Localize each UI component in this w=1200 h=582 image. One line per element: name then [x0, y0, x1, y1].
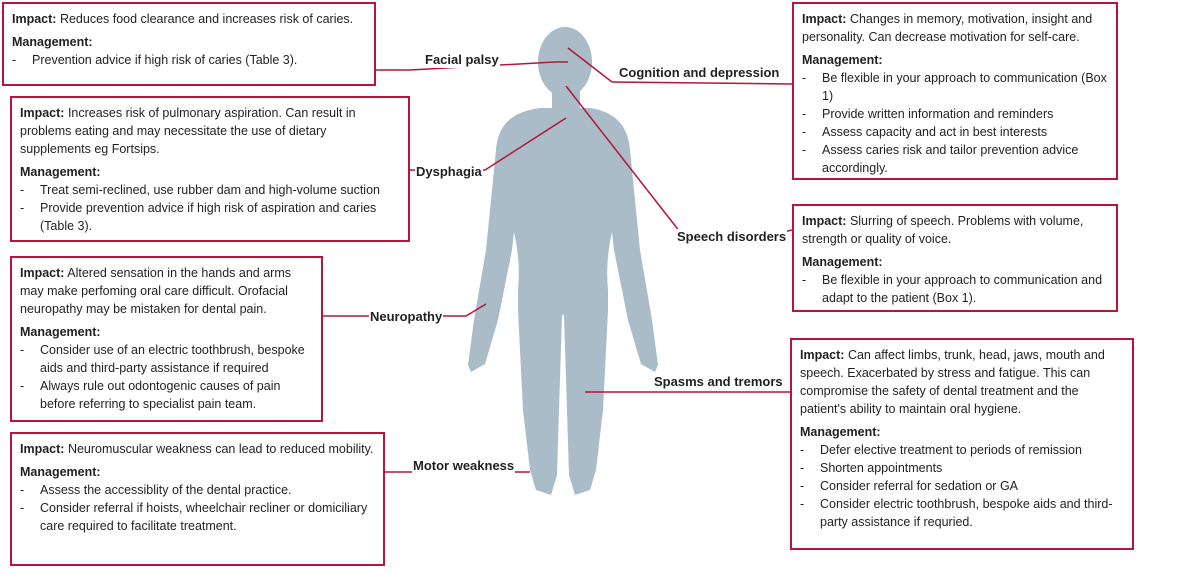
management-item: Assess capacity and act in best interest…: [802, 123, 1108, 141]
connector-cognition-to-box: [611, 81, 793, 85]
management-list: Consider use of an electric toothbrush, …: [20, 341, 313, 413]
motor-weakness-box: Impact: Neuromuscular weakness can lead …: [10, 432, 385, 566]
label-facial-palsy: Facial palsy: [424, 52, 500, 68]
label-neuropathy: Neuropathy: [369, 309, 444, 325]
management-heading: Management:: [20, 165, 101, 179]
management-item: Consider use of an electric toothbrush, …: [20, 341, 313, 377]
impact-text: Slurring of speech. Problems with volume…: [802, 214, 1084, 246]
impact-heading: Impact:: [20, 442, 65, 456]
management-item: Be flexible in your approach to communic…: [802, 271, 1108, 307]
management-heading: Management:: [800, 425, 881, 439]
management-item: Assess caries risk and tailor prevention…: [802, 141, 1108, 177]
label-speech-disorders: Speech disorders: [676, 229, 788, 245]
speech-disorders-box: Impact: Slurring of speech. Problems wit…: [792, 204, 1118, 312]
management-item: Consider electric toothbrush, bespoke ai…: [800, 495, 1124, 531]
management-item: Always rule out odontogenic causes of pa…: [20, 377, 313, 413]
impact-text: Altered sensation in the hands and arms …: [20, 266, 291, 316]
impact-text: Can affect limbs, trunk, head, jaws, mou…: [800, 348, 1105, 416]
management-item: Shorten appointments: [800, 459, 1124, 477]
connector-cognition: [567, 47, 613, 83]
management-heading: Management:: [802, 255, 883, 269]
neuropathy-box: Impact: Altered sensation in the hands a…: [10, 256, 323, 422]
label-spasms-tremors: Spasms and tremors: [653, 374, 784, 390]
management-heading: Management:: [802, 53, 883, 67]
spasms-tremors-box: Impact: Can affect limbs, trunk, head, j…: [790, 338, 1134, 550]
impact-text: Reduces food clearance and increases ris…: [59, 12, 354, 26]
management-list: Defer elective treatment to periods of r…: [800, 441, 1124, 531]
label-motor-weakness: Motor weakness: [412, 458, 516, 474]
management-list: Treat semi-reclined, use rubber dam and …: [20, 181, 400, 235]
management-item: Provide written information and reminder…: [802, 105, 1108, 123]
management-list: Be flexible in your approach to communic…: [802, 271, 1108, 307]
body-silhouette: [468, 27, 658, 495]
impact-heading: Impact:: [802, 12, 847, 26]
management-item: Defer elective treatment to periods of r…: [800, 441, 1124, 459]
facial-palsy-box: Impact: Reduces food clearance and incre…: [2, 2, 376, 86]
impact-heading: Impact:: [800, 348, 845, 362]
dysphagia-box: Impact: Increases risk of pulmonary aspi…: [10, 96, 410, 242]
management-list: Assess the accessiblity of the dental pr…: [20, 481, 375, 535]
management-item: Assess the accessiblity of the dental pr…: [20, 481, 375, 499]
management-heading: Management:: [20, 325, 101, 339]
impact-text: Changes in memory, motivation, insight a…: [802, 12, 1093, 44]
impact-heading: Impact:: [12, 12, 57, 26]
management-item: Treat semi-reclined, use rubber dam and …: [20, 181, 400, 199]
label-cognition-depression: Cognition and depression: [618, 65, 781, 81]
management-heading: Management:: [20, 465, 101, 479]
management-item: Prevention advice if high risk of caries…: [12, 51, 366, 69]
impact-heading: Impact:: [20, 106, 65, 120]
management-item: Provide prevention advice if high risk o…: [20, 199, 400, 235]
label-dysphagia: Dysphagia: [415, 164, 483, 180]
cognition-depression-box: Impact: Changes in memory, motivation, i…: [792, 2, 1118, 180]
management-heading: Management:: [12, 35, 93, 49]
connector-speech: [565, 85, 681, 233]
management-item: Consider referral if hoists, wheelchair …: [20, 499, 375, 535]
impact-heading: Impact:: [20, 266, 65, 280]
impact-heading: Impact:: [802, 214, 847, 228]
management-list: Prevention advice if high risk of caries…: [12, 51, 366, 69]
impact-text: Increases risk of pulmonary aspiration. …: [20, 106, 356, 156]
impact-text: Neuromuscular weakness can lead to reduc…: [67, 442, 374, 456]
management-item: Consider referral for sedation or GA: [800, 477, 1124, 495]
management-item: Be flexible in your approach to communic…: [802, 69, 1108, 105]
management-list: Be flexible in your approach to communic…: [802, 69, 1108, 177]
